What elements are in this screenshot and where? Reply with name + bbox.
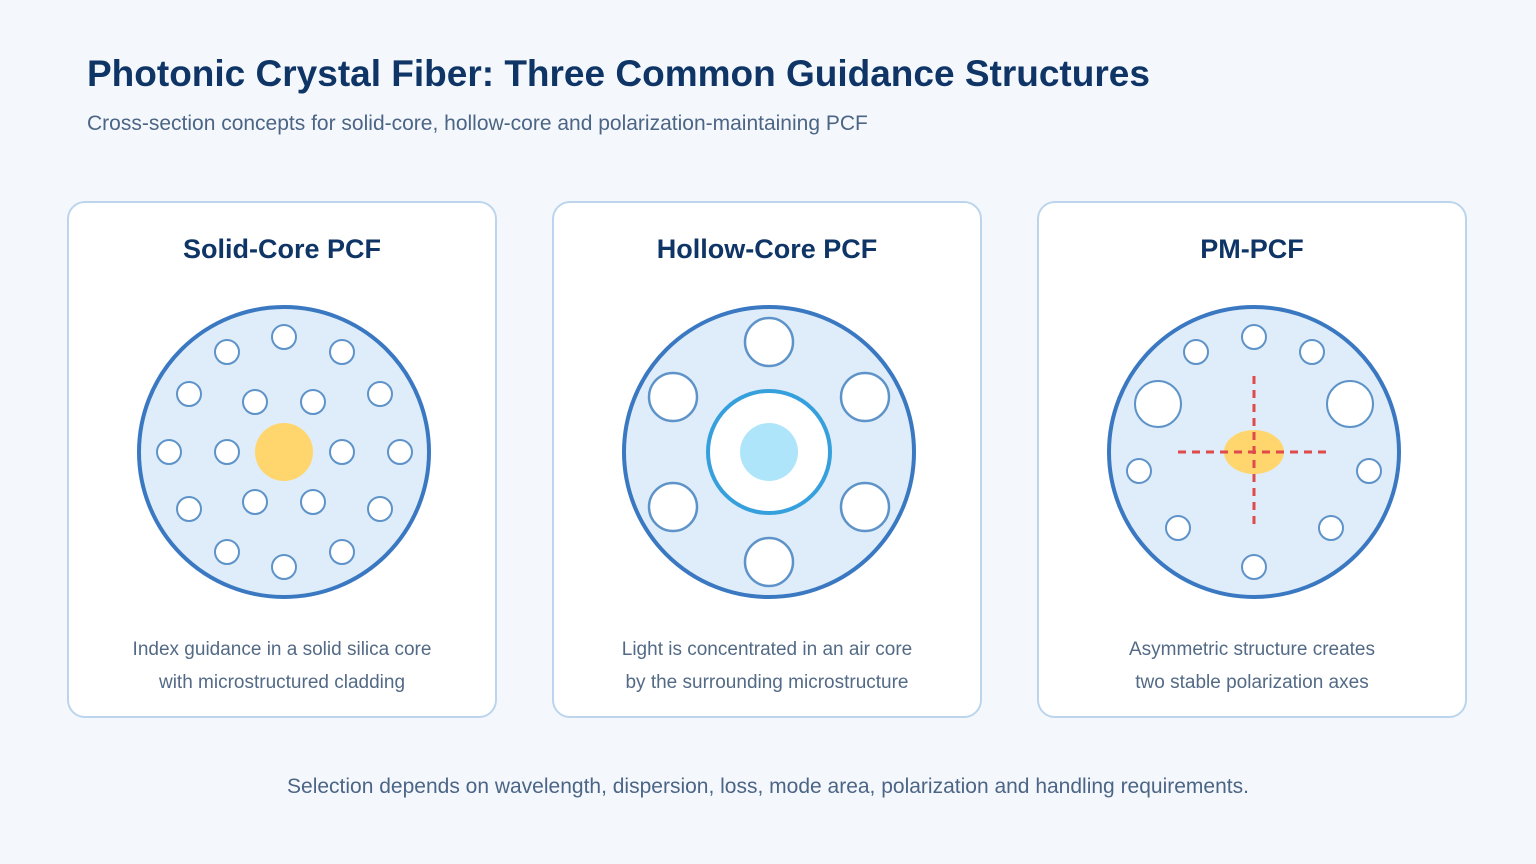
air-hole [647,371,699,423]
air-hole [300,489,326,515]
page-title: Photonic Crystal Fiber: Three Common Gui… [87,53,1150,94]
hollow-core-pcf-cross-section [622,305,916,599]
air-hole [242,389,268,415]
air-hole [743,536,795,588]
air-hole [176,381,202,407]
air-hole-array [156,324,413,580]
air-hole [300,389,326,415]
air-hole [647,481,699,533]
air-hole [839,371,891,423]
pm-pcf-cross-section [1107,305,1401,599]
polarization-axes [1178,376,1330,528]
air-hole [839,481,891,533]
solid-core-pcf-card: Solid-Core PCF Index guidance in a solid [67,201,497,718]
air-hole [1299,339,1325,365]
air-hole [329,339,355,365]
air-hole [387,439,413,465]
card-description-line: two stable polarization axes [1135,672,1369,693]
air-hole [367,381,393,407]
air-hole [743,316,795,368]
air-hole [1165,515,1191,541]
air-hole [1241,554,1267,580]
air-hole-array [647,316,891,588]
pm-pcf-card: PM-PCF Asymmetric structure creates two … [1037,201,1467,718]
card-description: Index guidance in a solid silica core wi… [69,633,495,699]
air-hole [329,439,355,465]
solid-core-pcf-cross-section [137,305,431,599]
air-hole-array [1126,324,1382,580]
air-hole [1126,458,1152,484]
card-title: Solid-Core PCF [182,234,381,264]
card-description-line: Index guidance in a solid silica core [132,639,432,660]
air-hole [271,554,297,580]
air-hole [367,496,393,522]
air-hole [176,496,202,522]
card-description: Asymmetric structure creates two stable … [1039,633,1465,699]
air-hole [214,339,240,365]
air-hole [1241,324,1267,350]
guided-mode [740,423,798,481]
air-hole [214,539,240,565]
air-hole [242,489,268,515]
solid-core [255,423,313,481]
card-description-line: by the surrounding microstructure [625,672,909,693]
card-title: Hollow-Core PCF [656,234,878,264]
air-hole [214,439,240,465]
card-description-line: Light is concentrated in an air core [621,639,913,660]
card-description: Light is concentrated in an air core by … [554,633,980,699]
air-hole [271,324,297,350]
air-hole [1318,515,1344,541]
air-hole [1356,458,1382,484]
hollow-core-pcf-card: Hollow-Core PCF Light is concentrated in… [552,201,982,718]
card-description-line: Asymmetric structure creates [1129,639,1375,660]
large-air-hole [1134,380,1182,428]
footer-note: Selection depends on wavelength, dispers… [287,775,1249,798]
air-hole [329,539,355,565]
page-subtitle: Cross-section concepts for solid-core, h… [87,112,868,135]
card-title: PM-PCF [1200,234,1304,264]
air-hole [1183,339,1209,365]
air-hole [156,439,182,465]
large-air-hole [1326,380,1374,428]
card-description-line: with microstructured cladding [158,672,406,693]
